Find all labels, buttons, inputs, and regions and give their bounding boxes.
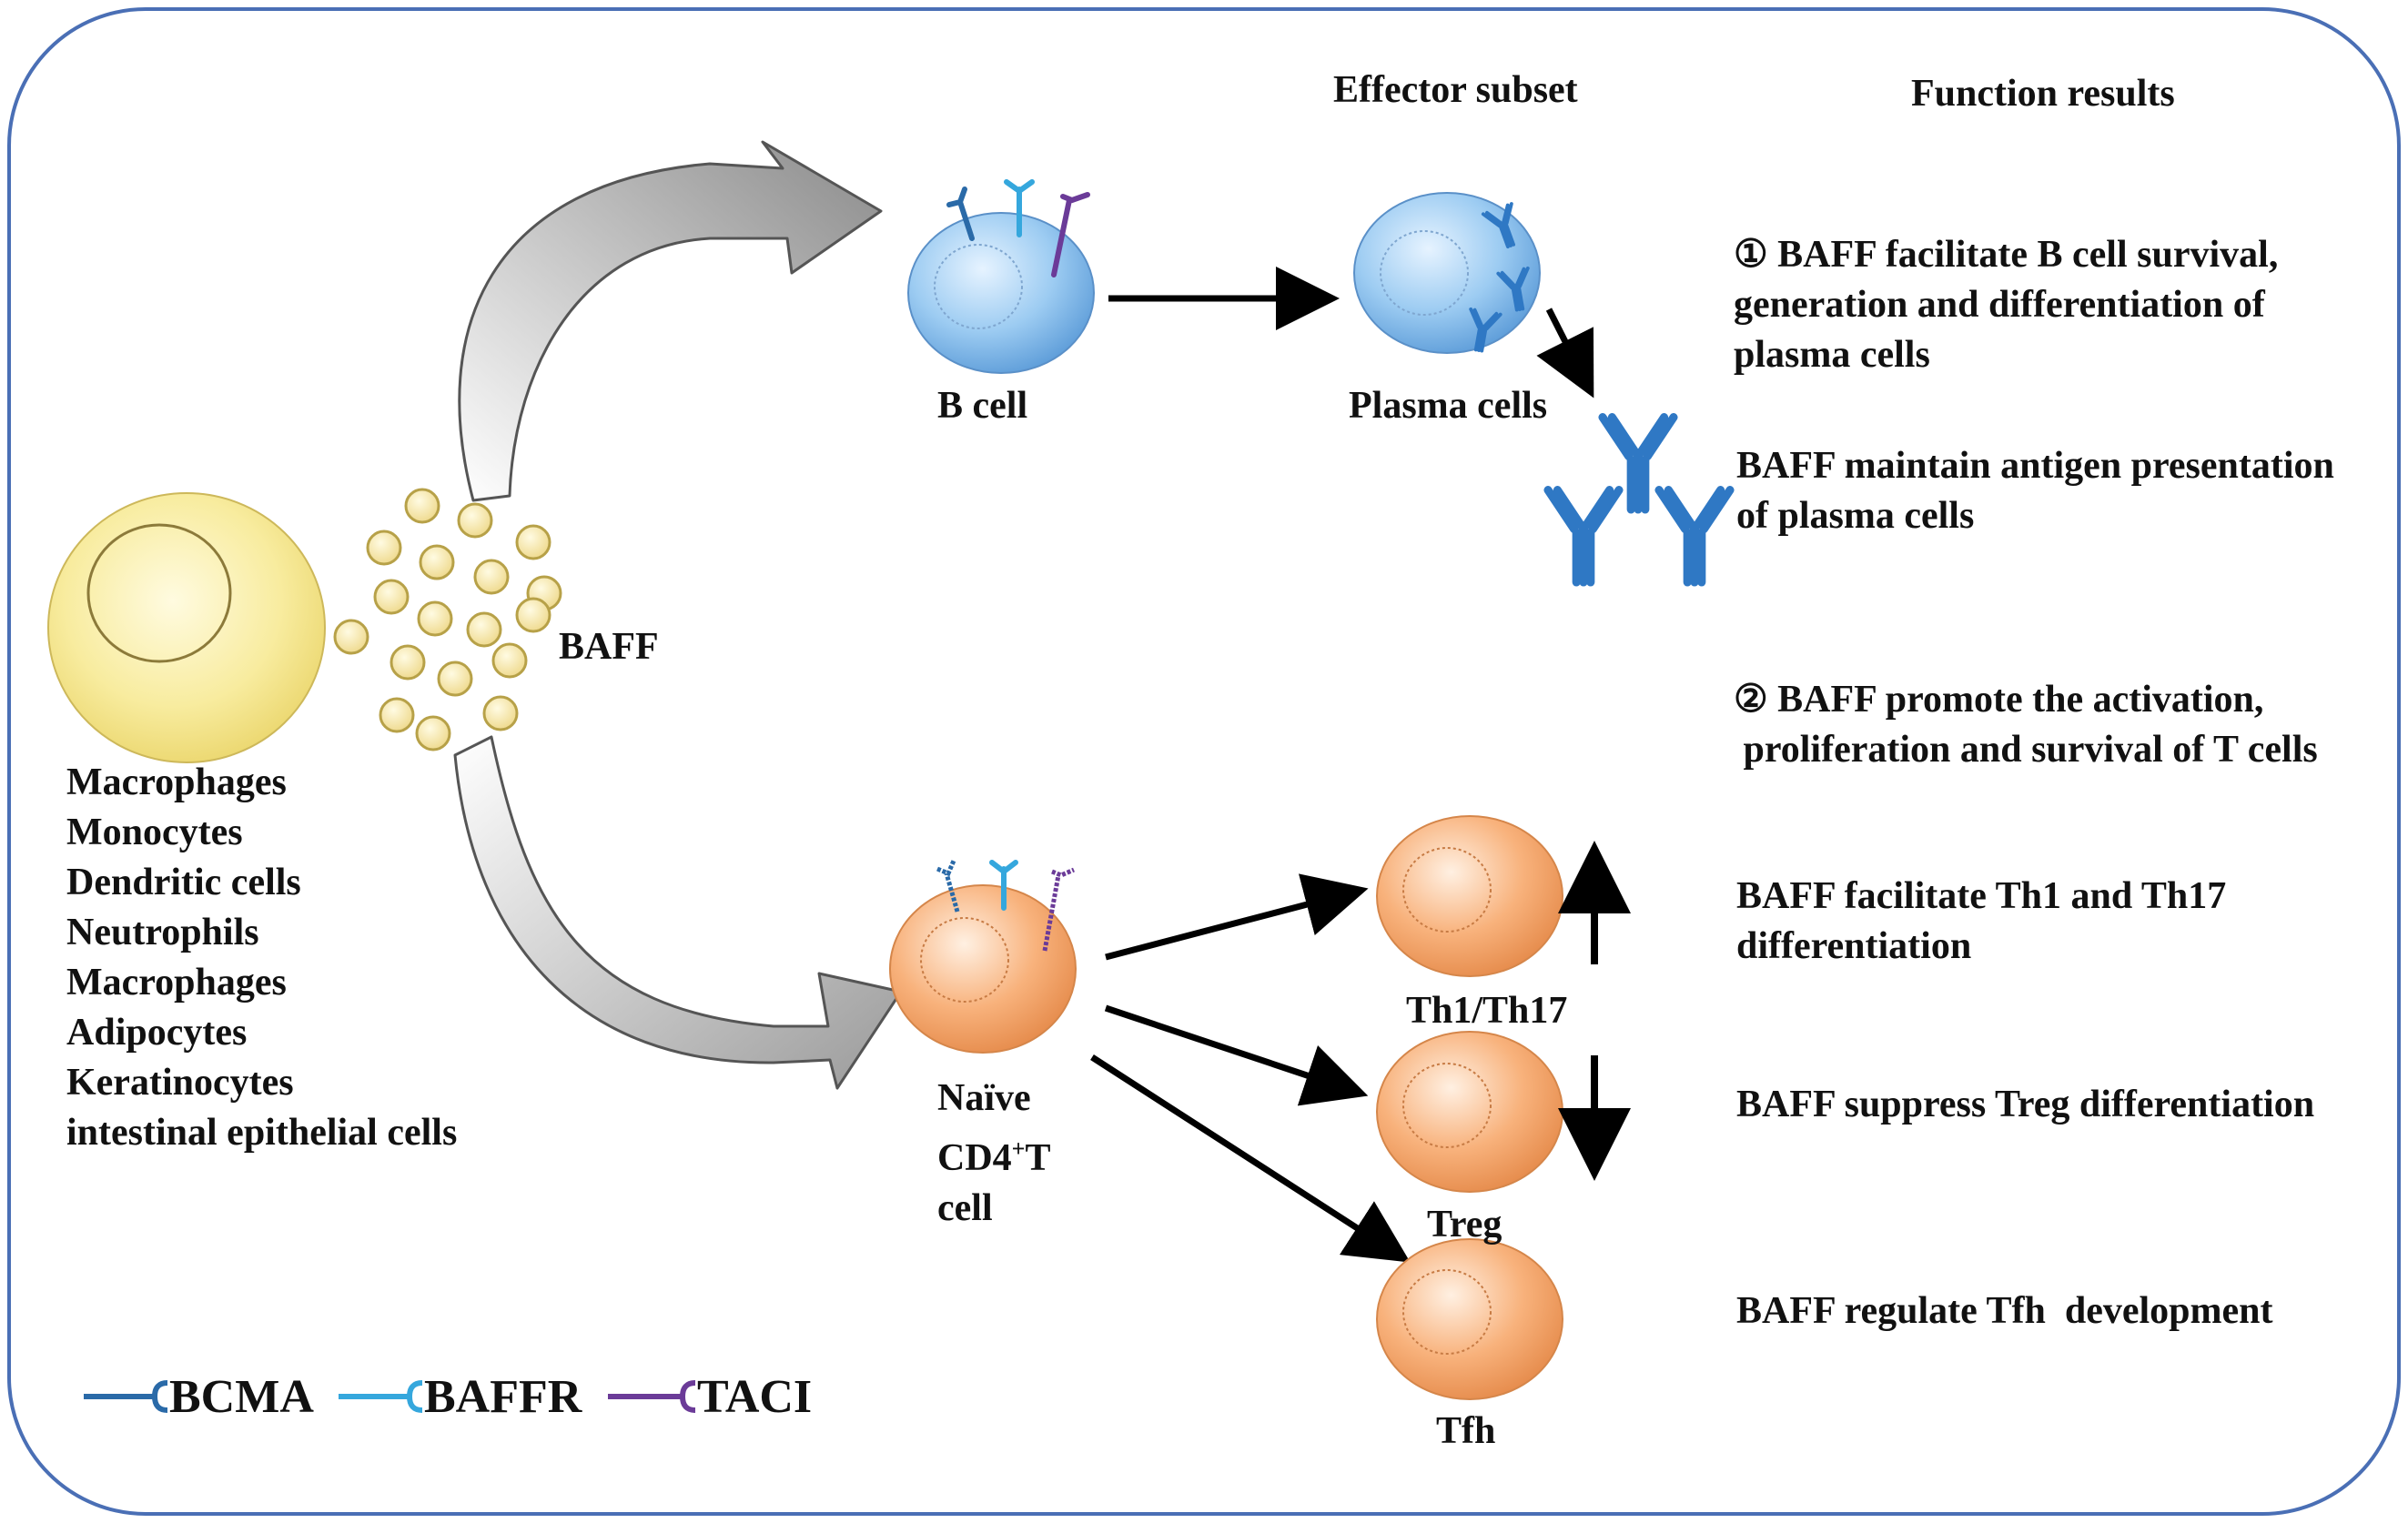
- bcma-legend-icon: [84, 1380, 168, 1413]
- cell-type-item: Adipocytes: [66, 1012, 248, 1054]
- cell-type-item: Macrophages: [66, 762, 287, 803]
- function-b-cell-survival: ① BAFF facilitate B cell survival, gener…: [1734, 230, 2278, 380]
- legend-bcma-label: BCMA: [169, 1371, 314, 1423]
- arrow-naive-to-treg: [1104, 1004, 1369, 1106]
- arrow-naive-to-th1: [1105, 873, 1369, 961]
- naive-t-label-line1: Naïve: [937, 1077, 1031, 1119]
- function-line: proliferation and survival of T cells: [1734, 729, 2318, 771]
- source-cell-type-list: Macrophages Monocytes Dendritic cells Ne…: [66, 758, 457, 1158]
- curved-arrow-to-naive-t-cell: [453, 735, 903, 1090]
- function-line: of plasma cells: [1736, 495, 1975, 537]
- naive-t-label-cd4: CD4: [937, 1137, 1012, 1179]
- b-cell-label: B cell: [937, 385, 1028, 427]
- plasma-cells-label: Plasma cells: [1349, 385, 1548, 427]
- cell-type-item: Monocytes: [66, 812, 243, 853]
- cell-type-item: Dendritic cells: [66, 862, 301, 903]
- naive-t-cell: [889, 860, 1077, 1054]
- outer-frame: [7, 7, 2401, 1516]
- function-line: BAFF facilitate Th1 and Th17: [1736, 875, 2227, 917]
- antibody-cluster-icon: [1548, 418, 1730, 582]
- effector-subset-header: Effector subset: [1333, 69, 1578, 111]
- arrow-naive-to-tfh: [1090, 1054, 1411, 1263]
- function-th1-th17: BAFF facilitate Th1 and Th17 differentia…: [1736, 872, 2226, 972]
- baffr-legend-icon: [339, 1380, 423, 1413]
- naive-t-cell-label: Naïve CD4+T cell: [937, 1074, 1051, 1234]
- curved-arrow-to-b-cell: [458, 140, 883, 502]
- arrow-plasma-to-antibodies: [1536, 308, 1594, 398]
- function-antigen-presentation: BAFF maintain antigen presentation of pl…: [1736, 441, 2334, 541]
- source-cell: [47, 492, 326, 763]
- legend-baffr-label: BAFFR: [424, 1371, 582, 1423]
- treg-label: Treg: [1427, 1204, 1502, 1246]
- th1-th17-label: Th1/Th17: [1406, 990, 1568, 1032]
- naive-t-label-t: T: [1025, 1137, 1051, 1179]
- cell-type-item: Macrophages: [66, 962, 287, 1004]
- b-cell: [907, 179, 1095, 374]
- legend-taci-label: TACI: [697, 1371, 813, 1423]
- cell-type-item: Neutrophils: [66, 912, 259, 953]
- function-line: differentiation: [1736, 925, 1972, 967]
- tfh-cell: [1376, 1238, 1563, 1400]
- function-line: BAFF maintain antigen presentation: [1736, 445, 2334, 487]
- baff-label: BAFF: [559, 626, 659, 668]
- plasma-cell: [1353, 192, 1541, 355]
- function-line: ① BAFF facilitate B cell survival,: [1734, 234, 2279, 276]
- function-line: ② BAFF promote the activation,: [1734, 679, 2264, 721]
- treg-cell: [1376, 1031, 1563, 1193]
- baff-particles: [333, 488, 562, 751]
- th1-th17-cell: [1376, 815, 1563, 977]
- function-tfh-regulate: BAFF regulate Tfh development: [1736, 1290, 2273, 1332]
- taci-legend-icon: [608, 1380, 696, 1413]
- function-line: plasma cells: [1734, 334, 1930, 376]
- function-results-header: Function results: [1911, 73, 2175, 115]
- naive-t-label-sup: +: [1011, 1135, 1026, 1162]
- function-treg-suppress: BAFF suppress Treg differentiation: [1736, 1084, 2315, 1125]
- function-line: generation and differentiation of: [1734, 284, 2265, 326]
- legend-symbols: [84, 1380, 696, 1413]
- function-t-cell-activation: ② BAFF promote the activation, prolifera…: [1734, 675, 2318, 775]
- tfh-label: Tfh: [1436, 1410, 1496, 1452]
- cell-type-item: intestinal epithelial cells: [66, 1112, 458, 1154]
- cell-type-item: Keratinocytes: [66, 1062, 294, 1104]
- naive-t-label-line3: cell: [937, 1187, 993, 1229]
